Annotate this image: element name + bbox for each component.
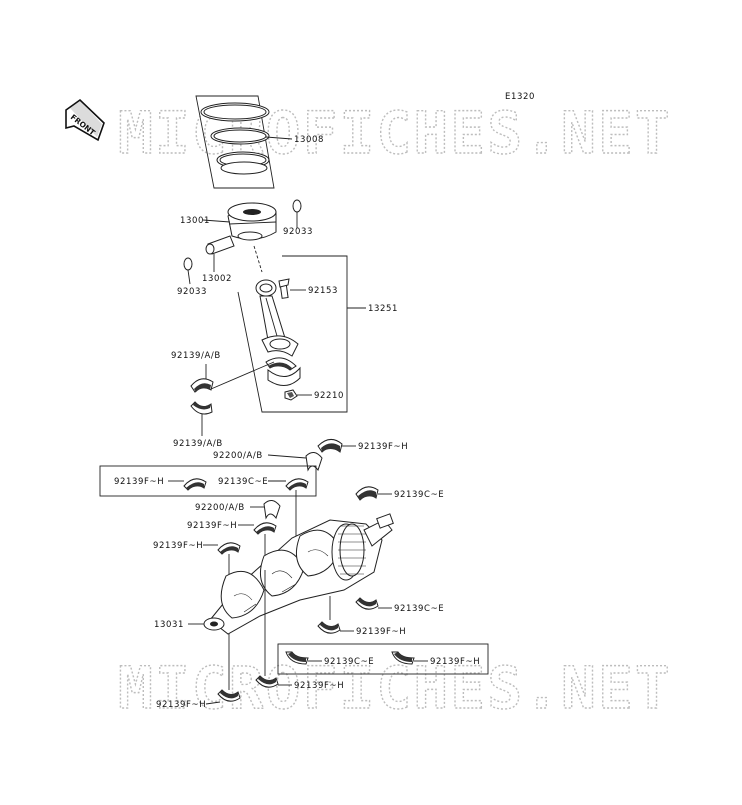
label-92139fh-box: 92139F~H bbox=[114, 477, 164, 487]
main-bearing-shell-f bbox=[217, 689, 241, 702]
rod-bearing-shell-top bbox=[190, 378, 214, 393]
label-92139ce-r1: 92139C~E bbox=[394, 490, 444, 500]
label-92139fh-f: 92139F~H bbox=[156, 700, 206, 710]
main-bearing-shell-c bbox=[217, 542, 241, 555]
main-bearing-shell-box-b bbox=[285, 478, 309, 491]
front-arrow-icon: FRONT bbox=[65, 98, 105, 142]
thrust-washer-mid bbox=[263, 500, 281, 520]
label-92139ab-bottom: 92139/A/B bbox=[173, 439, 223, 449]
main-bearing-shell-box-d bbox=[391, 651, 415, 665]
label-13008: 13008 bbox=[294, 135, 324, 145]
main-bearing-shell-d bbox=[317, 621, 341, 634]
label-92139fh-b: 92139F~H bbox=[187, 521, 237, 531]
watermark-bottom: MICROFICHES.NET bbox=[118, 654, 672, 722]
main-bearing-shell-e bbox=[255, 675, 279, 688]
main-bearing-shell-a bbox=[317, 439, 343, 453]
label-13031: 13031 bbox=[154, 620, 184, 630]
piston-ring-set bbox=[195, 95, 293, 189]
rod-cap bbox=[267, 366, 301, 386]
label-92210: 92210 bbox=[314, 391, 344, 401]
rod-nut bbox=[284, 389, 312, 401]
piston bbox=[202, 202, 277, 241]
label-92200ab-mid: 92200/A/B bbox=[195, 503, 245, 513]
main-bearing-shell-b bbox=[253, 522, 277, 535]
label-13251: 13251 bbox=[368, 304, 398, 314]
label-92139fh-box2: 92139F~H bbox=[430, 657, 480, 667]
label-92139fh-d: 92139F~H bbox=[356, 627, 406, 637]
bearing-group-box-bottom bbox=[277, 643, 489, 675]
label-92139fh-a: 92139F~H bbox=[358, 442, 408, 452]
connecting-rod bbox=[255, 279, 299, 357]
piston-pin-clip-right bbox=[292, 199, 302, 213]
label-92139ce-box: 92139C~E bbox=[218, 477, 268, 487]
diagram-code: E1320 bbox=[505, 92, 535, 102]
main-bearing-shell-right-upper bbox=[355, 486, 379, 501]
watermark-top: MICROFICHES.NET bbox=[118, 99, 672, 167]
main-bearing-shell-box-a bbox=[183, 478, 207, 491]
label-92139ab-top: 92139/A/B bbox=[171, 351, 221, 361]
label-92139fh-c: 92139F~H bbox=[153, 541, 203, 551]
label-13002: 13002 bbox=[202, 274, 232, 284]
label-13001: 13001 bbox=[180, 216, 210, 226]
label-92139ce-box2: 92139C~E bbox=[324, 657, 374, 667]
piston-pin bbox=[205, 235, 235, 272]
main-bearing-shell-box-c bbox=[285, 651, 309, 665]
piston-pin-clip-left bbox=[183, 257, 193, 271]
label-92200ab-top: 92200/A/B bbox=[213, 451, 263, 461]
main-bearing-shell-right-lower bbox=[355, 597, 379, 610]
label-92033-left: 92033 bbox=[177, 287, 207, 297]
thrust-washer-top bbox=[305, 452, 323, 472]
label-92033-right: 92033 bbox=[283, 227, 313, 237]
label-92153: 92153 bbox=[308, 286, 338, 296]
bearing-group-box-top bbox=[99, 465, 317, 497]
label-92139ce-r2: 92139C~E bbox=[394, 604, 444, 614]
rod-bearing-shell-bottom bbox=[190, 401, 213, 415]
conrod-bolt bbox=[278, 278, 306, 299]
crankshaft bbox=[203, 513, 394, 635]
label-92139fh-e: 92139F~H bbox=[294, 681, 344, 691]
